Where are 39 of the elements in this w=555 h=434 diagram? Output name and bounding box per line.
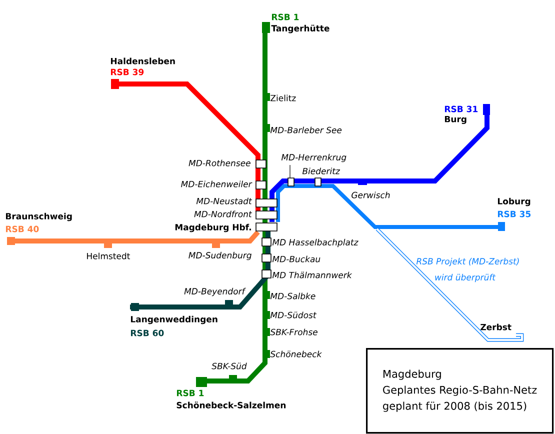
station-label: Schönebeck-Salzelmen (176, 402, 286, 408)
line-label: RSB 40 (6, 226, 39, 232)
note-text: wird überprüft (435, 274, 496, 282)
station-label: MD-Südost (270, 312, 317, 318)
station-label: Haldensleben (111, 58, 175, 64)
station-label: MD-Buckau (272, 256, 320, 262)
station-label: MD-Rothensee (188, 160, 250, 166)
station-label: MD-Eichenweiler (181, 180, 252, 188)
station-label: MD Hasselbachplatz (272, 238, 358, 248)
station-label: Zerbst (480, 324, 512, 330)
station-label: Magdeburg Hbf. (175, 224, 251, 232)
station-label: SBK-Süd (212, 362, 247, 370)
station-label: MD Thälmannwerk (272, 272, 352, 278)
station-label: Burg (444, 116, 466, 124)
line-label: RSB 60 (131, 330, 164, 336)
station-label: MD-Neustadt (196, 198, 252, 204)
station-label: Loburg (498, 198, 530, 206)
station-label: Zielitz (270, 94, 296, 102)
note-text: RSB Projekt (MD-Zerbst) (416, 258, 519, 266)
station-label: Schönebeck (270, 350, 322, 358)
station-label: Langenweddingen (131, 316, 218, 324)
station-label: MD-Beyendorf (184, 288, 246, 296)
station-label: MD-Herrenkrug (281, 154, 346, 162)
station-label: Gerwisch (352, 192, 390, 198)
station-label: MD-Salbke (270, 292, 316, 300)
station-label: Biederitz (302, 168, 340, 174)
line-label: RSB 39 (111, 68, 144, 76)
station-label: Helmstedt (87, 252, 130, 260)
station-label: Braunschweig (6, 212, 72, 222)
line-label: RSB 1 (272, 14, 299, 20)
station-label: MD-Sudenburg (188, 252, 252, 260)
line-label: RSB 35 (498, 210, 531, 218)
title-box: Magdeburg Geplantes Regio-S-Bahn-Netz geplant für 2008 (bis 2015) (366, 348, 554, 434)
line-label: RSB 31 (444, 106, 478, 112)
station-label: MD-Nordfront (194, 210, 252, 218)
station-label: SBK-Frohse (270, 328, 318, 336)
station-label: MD-Barleber See (270, 126, 342, 134)
station-label: Tangerhütte (271, 24, 330, 34)
line-label: RSB 1 (177, 390, 204, 396)
